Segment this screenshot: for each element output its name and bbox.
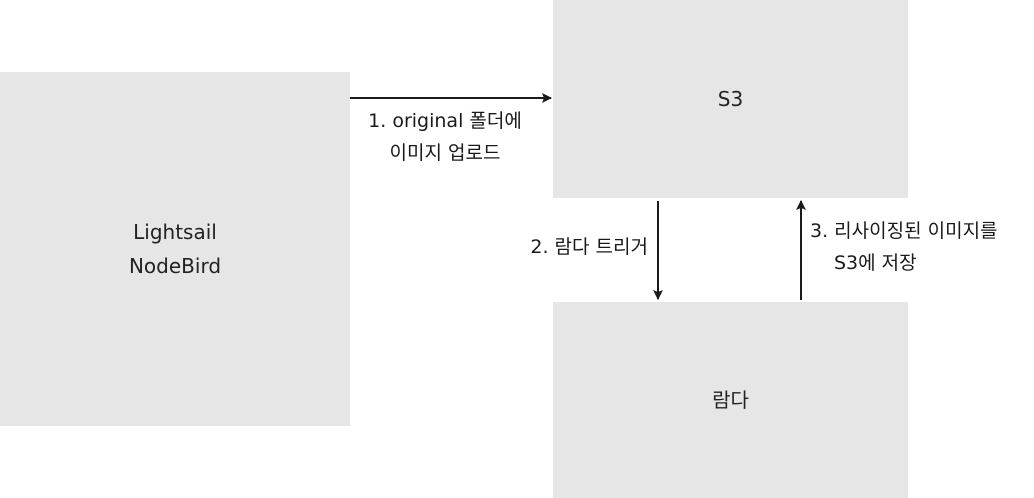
s3-label: S3 [717,87,744,111]
upload-label-line-1: 1. original 폴더에 [368,110,522,132]
store-label-line-1: 3. 리사이징된 이미지를 [810,220,998,242]
nodebird-label: NodeBird [128,254,222,278]
upload-arrow-label: 1. original 폴더에 이미지 업로드 [360,105,530,169]
trigger-label-line-1: 2. 람다 트리거 [530,236,648,258]
store-arrow-label: 3. 리사이징된 이미지를 S3에 저장 [810,215,1034,279]
lambda-label: 람다 [712,388,749,412]
store-label-line-2: S3에 저장 [834,252,917,274]
lambda-box: 람다 [553,302,908,498]
lightsail-label: Lightsail [133,220,217,244]
trigger-arrow-label: 2. 람다 트리거 [500,231,648,263]
s3-box: S3 [553,0,908,198]
upload-label-line-2: 이미지 업로드 [389,142,501,164]
lightsail-nodebird-box: Lightsail NodeBird [0,72,350,426]
